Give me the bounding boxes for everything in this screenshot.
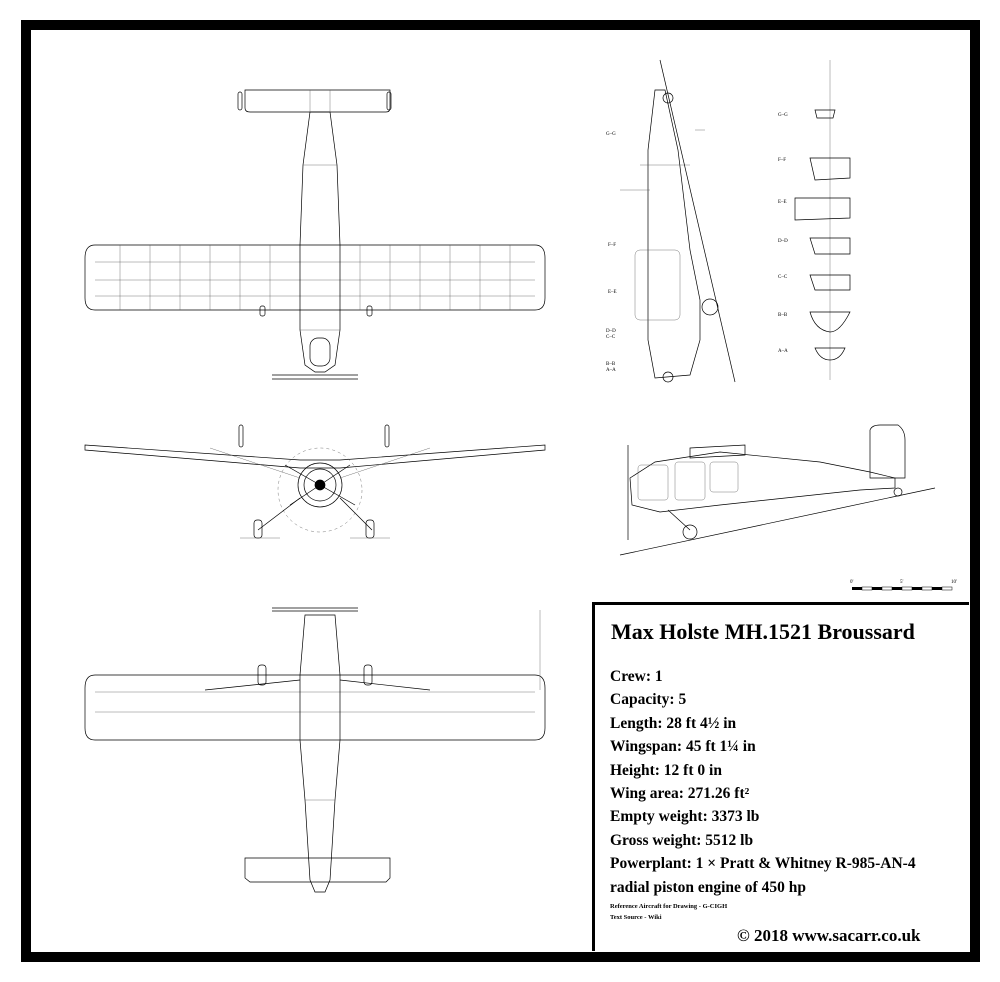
spec-gross-weight: Gross weight: 5512 lb [610,831,754,849]
scale-label: 5' [900,580,904,585]
spec-wing-area: Wing area: 271.26 ft² [610,785,750,803]
station-label: D–D [606,329,616,334]
source-notes: Reference Aircraft for Drawing - G-CIGH … [610,901,727,923]
section-label: B–B [778,313,788,318]
spec-height: Height: 12 ft 0 in [610,761,722,779]
station-label: C–C [606,335,616,340]
specs-list: Crew: 1 Capacity: 5 Length: 28 ft 4½ in … [610,665,916,899]
reference-note: Reference Aircraft for Drawing - G-CIGH [610,903,728,910]
station-label: F–F [608,243,616,248]
side-view-horizontal [619,424,936,556]
copyright: © 2018 www.sacarr.co.uk [737,926,921,945]
spec-powerplant-detail: radial piston engine of 450 hp [610,878,806,896]
section-label: G–G [778,113,788,118]
spec-crew: Crew: 1 [610,668,663,685]
spec-empty-weight: Empty weight: 3373 lb [610,808,760,826]
section-label: A–A [778,349,788,354]
specification-panel: Max Holste MH.1521 Broussard Crew: 1 Cap… [592,602,969,951]
side-view-vertical [620,59,831,383]
text-source-note: Text Source - Wiki [610,914,662,921]
spec-capacity: Capacity: 5 [610,691,687,709]
scale-bar: 0' 5' 10' [850,580,957,591]
section-label: F–F [778,158,786,163]
station-labels: G–G F–F E–E D–D C–C B–B A–A [606,132,617,373]
section-labels: G–G F–F E–E D–D C–C B–B A–A [778,113,788,354]
aircraft-title: Max Holste MH.1521 Broussard [611,619,915,644]
station-label: E–E [608,290,617,295]
station-label: G–G [606,132,616,137]
top-view [84,89,546,380]
section-label: D–D [778,239,788,244]
scale-label: 10' [951,580,957,585]
cross-sections [794,109,851,361]
spec-length: Length: 28 ft 4½ in [610,714,737,732]
section-label: C–C [778,275,788,280]
spec-wingspan: Wingspan: 45 ft 1¼ in [610,738,756,756]
section-label: E–E [778,200,787,205]
spec-powerplant: Powerplant: 1 × Pratt & Whitney R-985-AN… [610,855,916,873]
station-label: A–A [606,368,616,373]
scale-label: 0' [850,580,854,585]
front-view [84,424,546,539]
bottom-view [84,607,546,893]
station-label: B–B [606,362,616,367]
